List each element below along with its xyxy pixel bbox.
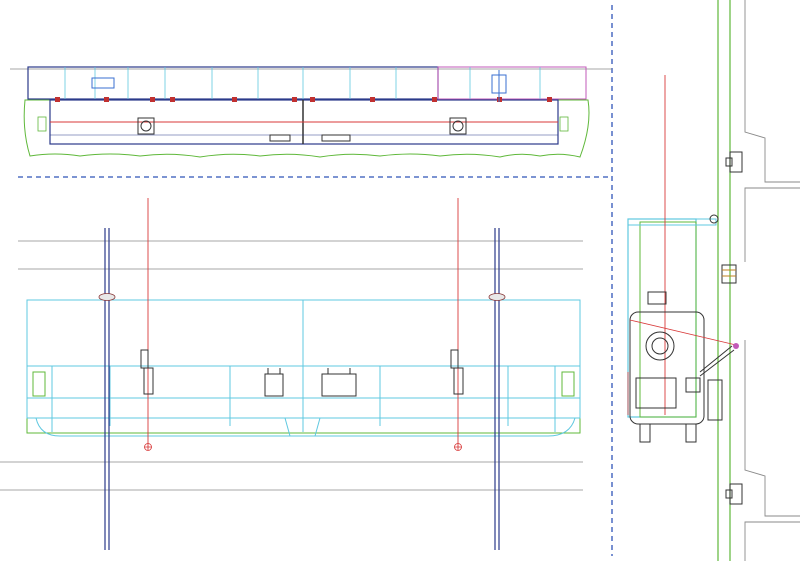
top-plan-view: [10, 66, 612, 158]
support-poles: [104, 228, 500, 550]
side-section-view: [627, 0, 800, 561]
view-dividers: [18, 5, 613, 556]
front-elevation-view: [0, 198, 583, 550]
